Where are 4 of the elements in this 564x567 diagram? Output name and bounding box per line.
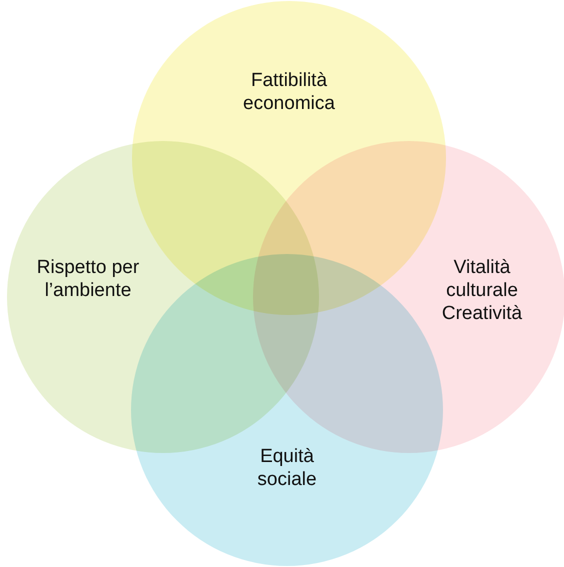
circle-label: Equità sociale (256, 444, 318, 490)
circle-label: Fattibilità economica (242, 68, 336, 114)
circle-label: Rispetto per l’ambiente (36, 256, 140, 302)
circle-label: Vitalità culturale Creatività (440, 256, 524, 324)
